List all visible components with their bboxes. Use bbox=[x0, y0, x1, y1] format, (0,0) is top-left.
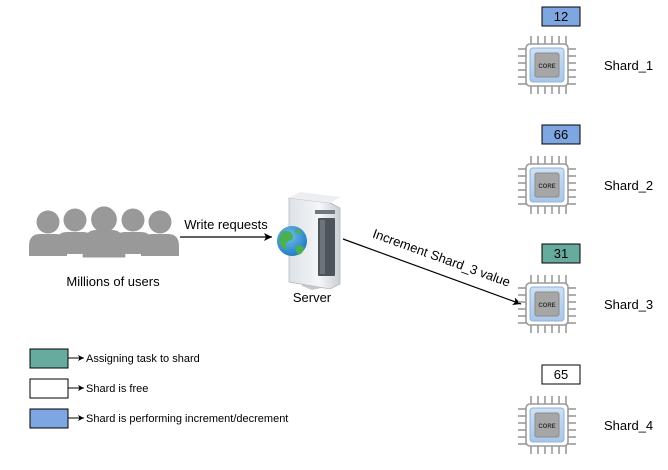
legend-item-performing: Shard is performing increment/decrement bbox=[29, 408, 288, 429]
shard-4: 65 CORE Shard_4 bbox=[517, 364, 653, 455]
group-of-people-icon bbox=[29, 206, 179, 258]
shard-value: 65 bbox=[554, 367, 568, 382]
increment-edge: Increment Shard_3 value bbox=[342, 226, 522, 306]
shard-name: Shard_1 bbox=[604, 58, 653, 73]
shard-1: 12 CORE Shard_1 bbox=[517, 6, 653, 95]
legend-label: Shard is performing increment/decrement bbox=[86, 413, 288, 425]
shard-value: 12 bbox=[554, 9, 568, 24]
legend-label: Shard is free bbox=[86, 383, 148, 395]
legend-item-free: Shard is free bbox=[29, 378, 148, 399]
legend-label: Assigning task to shard bbox=[86, 353, 200, 365]
write-requests-edge: Write requests bbox=[180, 217, 272, 241]
shard-3: 31 CORE Shard_3 bbox=[517, 243, 653, 334]
shard-value-box bbox=[541, 124, 581, 145]
legend-swatch bbox=[29, 408, 69, 429]
shard-name: Shard_4 bbox=[604, 418, 653, 433]
server-with-globe-icon bbox=[277, 192, 341, 290]
write-requests-label: Write requests bbox=[184, 217, 268, 232]
shard-value-box bbox=[541, 243, 581, 264]
shard-value-box bbox=[541, 364, 581, 385]
server-label: Server bbox=[293, 290, 332, 305]
core-label: CORE bbox=[538, 424, 555, 430]
server-node: Server bbox=[277, 192, 341, 305]
shard-name: Shard_3 bbox=[604, 297, 653, 312]
users-label: Millions of users bbox=[66, 274, 160, 289]
shard-value: 66 bbox=[554, 127, 568, 142]
shard-value: 31 bbox=[554, 246, 568, 261]
core-label: CORE bbox=[538, 303, 555, 309]
legend-swatch bbox=[29, 348, 69, 369]
cpu-chip-icon: CORE bbox=[517, 35, 577, 95]
cpu-chip-icon: CORE bbox=[517, 395, 577, 455]
increment-label: Increment Shard_3 value bbox=[371, 226, 513, 290]
core-label: CORE bbox=[538, 64, 555, 70]
legend-item-assigning: Assigning task to shard bbox=[29, 348, 200, 369]
legend: Assigning task to shard Shard is free Sh… bbox=[29, 348, 288, 429]
shard-name: Shard_2 bbox=[604, 178, 653, 193]
core-label: CORE bbox=[538, 184, 555, 190]
cpu-chip-icon: CORE bbox=[517, 274, 577, 334]
legend-swatch bbox=[29, 378, 69, 399]
shard-2: 66 CORE Shard_2 bbox=[517, 124, 653, 215]
shard-value-box bbox=[541, 6, 581, 27]
users-group: Millions of users bbox=[29, 206, 179, 289]
cpu-chip-icon: CORE bbox=[517, 155, 577, 215]
